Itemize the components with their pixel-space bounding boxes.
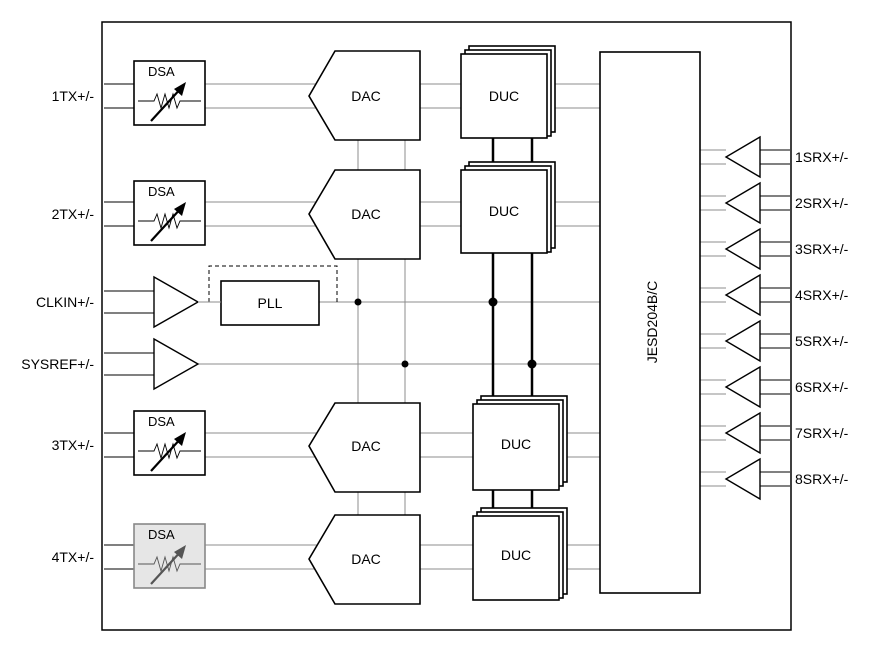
srx-buffer-5 [724, 319, 761, 363]
srx-buffer-8 [724, 457, 761, 501]
dac-label: DAC [351, 551, 381, 567]
pin-label-sysref: SYSREF+/- [21, 356, 94, 372]
pin-label-7srx: 7SRX+/- [795, 425, 849, 441]
srx-buffer-3 [724, 227, 761, 271]
pin-label-2tx: 2TX+/- [52, 206, 95, 222]
dsa-block-1: DSA [133, 60, 206, 126]
dsa-block-2: DSA [133, 180, 206, 246]
duc-label: DUC [501, 436, 531, 452]
clkin-buffer [153, 275, 200, 329]
duc-block-4: DUC [472, 507, 568, 601]
srx-buffer-1 [724, 135, 761, 179]
pin-label-6srx: 6SRX+/- [795, 379, 849, 395]
right-pin-labels: 1SRX+/- 2SRX+/- 3SRX+/- 4SRX+/- 5SRX+/- … [795, 149, 849, 487]
pin-label-3tx: 3TX+/- [52, 437, 95, 453]
junction-dots [354, 297, 537, 369]
jesd-label: JESD204B/C [644, 281, 660, 363]
dsa-label: DSA [148, 64, 175, 79]
dac-block-2: DAC [308, 169, 421, 260]
pin-label-5srx: 5SRX+/- [795, 333, 849, 349]
pin-label-8srx: 8SRX+/- [795, 471, 849, 487]
srx-buffer-2 [724, 181, 761, 225]
pin-wiring [104, 83, 790, 570]
duc-block-1: DUC [460, 45, 556, 139]
jesd-block: JESD204B/C [599, 51, 701, 594]
duc-block-2: DUC [460, 161, 556, 254]
dsa-block-3: DSA [133, 410, 206, 476]
srx-buffer-6 [724, 365, 761, 409]
dac-block-4: DAC [308, 514, 421, 605]
duc-block-3: DUC [472, 395, 568, 491]
duc-label: DUC [501, 547, 531, 563]
dsa-label: DSA [148, 527, 175, 542]
internal-wiring [198, 83, 726, 570]
dac-label: DAC [351, 206, 381, 222]
sysref-buffer [153, 337, 200, 391]
dsa-label: DSA [148, 414, 175, 429]
pin-label-2srx: 2SRX+/- [795, 195, 849, 211]
pin-label-clkin: CLKIN+/- [36, 294, 94, 310]
chip-outline [101, 21, 792, 631]
srx-buffer-4 [724, 273, 761, 317]
dac-label: DAC [351, 438, 381, 454]
dac-block-1: DAC [308, 50, 421, 141]
dsa-label: DSA [148, 184, 175, 199]
pin-label-1srx: 1SRX+/- [795, 149, 849, 165]
duc-label: DUC [489, 203, 519, 219]
srx-buffers [724, 135, 761, 501]
dac-block-3: DAC [308, 402, 421, 493]
pll-block: PLL [220, 280, 320, 326]
duc-label: DUC [489, 88, 519, 104]
left-pin-labels: 1TX+/- 2TX+/- CLKIN+/- SYSREF+/- 3TX+/- … [21, 88, 94, 565]
pin-label-4srx: 4SRX+/- [795, 287, 849, 303]
duc-clock-bus [491, 138, 534, 510]
pll-feedback-dashed [208, 265, 338, 302]
srx-buffer-7 [724, 411, 761, 455]
pin-label-4tx: 4TX+/- [52, 549, 95, 565]
pin-label-1tx: 1TX+/- [52, 88, 95, 104]
dac-label: DAC [351, 88, 381, 104]
dsa-block-4-disabled: DSA [133, 523, 206, 589]
pll-label: PLL [258, 295, 283, 311]
pin-label-3srx: 3SRX+/- [795, 241, 849, 257]
